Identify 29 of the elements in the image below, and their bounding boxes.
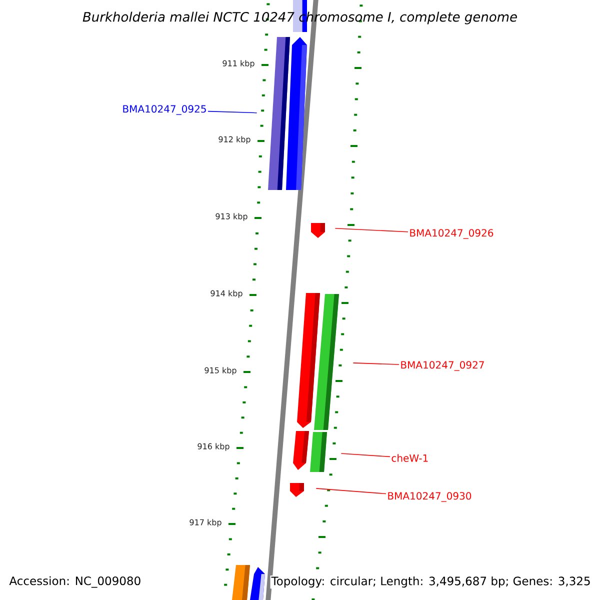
scale-label: 911 kbp — [222, 60, 254, 68]
gene-label: BMA10247_0925 — [123, 105, 206, 115]
leader-line — [208, 110, 258, 114]
gene-feature — [290, 483, 304, 497]
gene-label: BMA10247_0930 — [388, 492, 472, 502]
scale-label: 917 kbp — [190, 519, 222, 527]
gene-feature — [293, 431, 309, 470]
gene-block — [268, 37, 290, 190]
gene-feature — [297, 293, 320, 428]
footer-text: Accession: NC_009080 — [9, 576, 140, 588]
scale-label: 913 kbp — [216, 213, 248, 221]
leader-line — [316, 488, 386, 494]
gene-block — [314, 294, 339, 430]
footer-text: Topology: circular; Length: 3,495,687 bp; Genes: 3,325 — [270, 575, 592, 589]
leader-line — [352, 362, 400, 365]
gene-label: BMA10247_0926 — [410, 229, 494, 239]
scale-label: 912 kbp — [218, 136, 250, 144]
gene-block — [310, 432, 327, 472]
gene-label: BMA10247_0927 — [401, 361, 484, 371]
gene-feature — [250, 567, 265, 600]
leader-line — [334, 228, 408, 232]
gene-feature — [311, 223, 325, 238]
scale-label: 914 kbp — [210, 290, 242, 298]
gene-feature — [286, 37, 307, 190]
scale-label: 915 kbp — [204, 367, 236, 375]
gene-label: cheW-1 — [392, 454, 428, 462]
gene-block — [232, 565, 250, 600]
scale-label: 916 kbp — [198, 443, 230, 451]
leader-line — [340, 453, 390, 458]
